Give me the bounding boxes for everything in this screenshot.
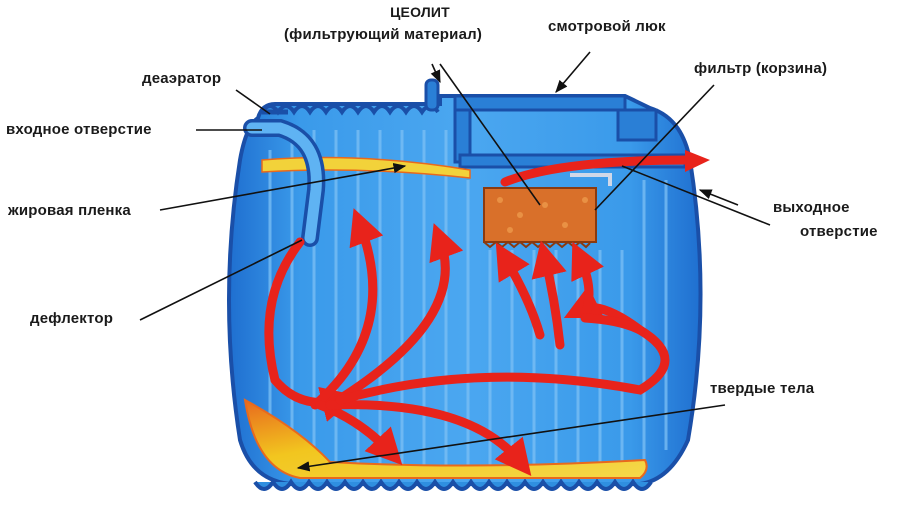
label-filter-basket: фильтр (корзина) [694,60,827,77]
label-inlet: входное отверстие [6,121,152,138]
label-solids: твердые тела [710,380,814,397]
label-zeolite-subtitle: (фильтрующий материал) [248,26,518,43]
label-grease-film: жировая пленка [8,202,131,219]
label-deflector: дефлектор [30,310,113,327]
leader-hatch [556,52,590,92]
label-deaerator: деаэратор [142,70,221,87]
label-outlet-line2: отверстие [800,223,878,240]
leader-outlet-2 [700,190,738,205]
leader-deaerator [236,90,270,114]
label-outlet-line1: выходное [773,199,850,216]
zeolite-nozzle [426,80,438,110]
filter-basket [484,188,596,247]
label-inspection-hatch: смотровой люк [548,18,666,35]
label-zeolite-title: ЦЕОЛИТ [350,4,490,20]
